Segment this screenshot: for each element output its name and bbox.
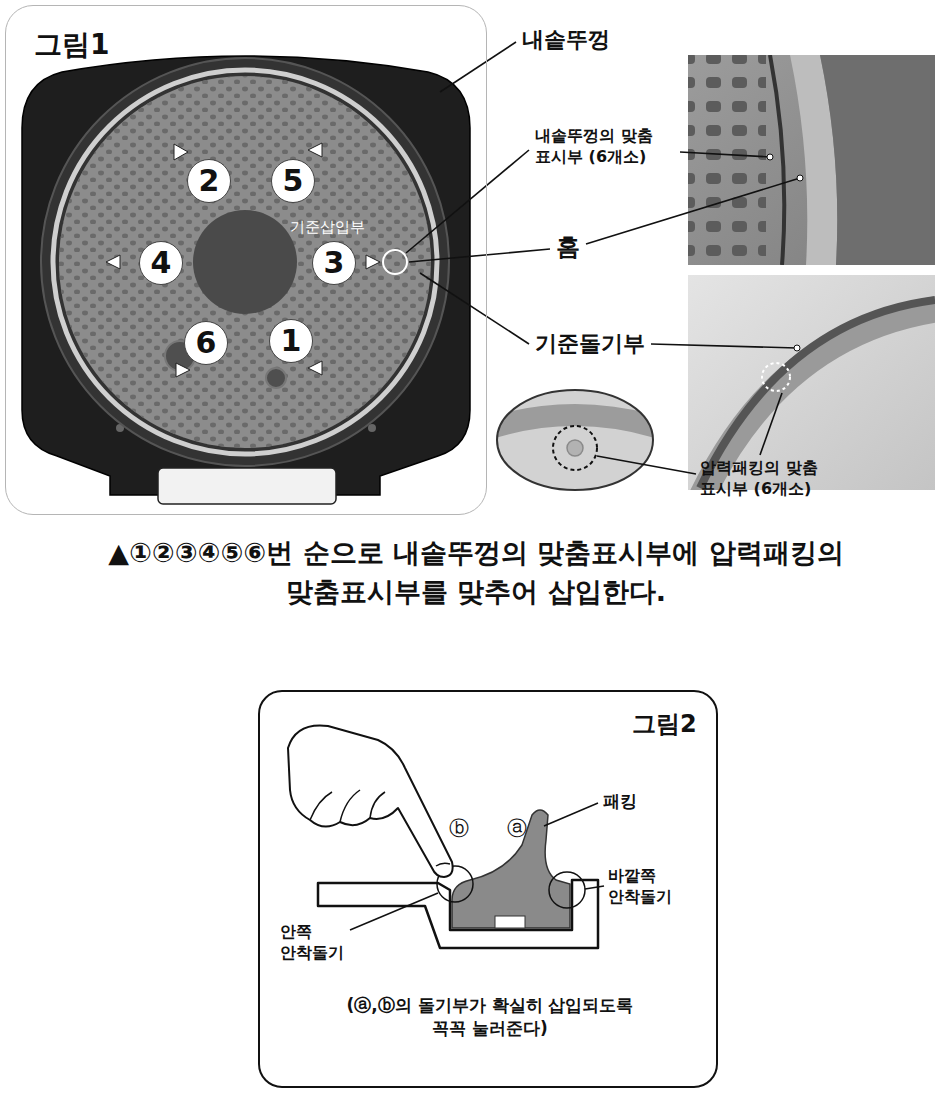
leader-line: [586, 178, 800, 244]
leader-line: [597, 456, 696, 474]
text-holder: 그림2: [632, 708, 697, 740]
leader-dot: [797, 175, 803, 181]
part-label: 기준삽입부: [290, 218, 365, 238]
leader-line: [585, 886, 604, 889]
figure-title: 그림2: [632, 708, 697, 740]
bump-marker: [553, 426, 597, 470]
step-number: 5: [283, 166, 304, 196]
alignment-arrow: [174, 144, 188, 160]
packing-section: [288, 725, 604, 948]
inset-bump: [490, 390, 660, 490]
text-holder: 내솥뚜껑의 맞춤 표시부 (6개소): [535, 126, 677, 168]
photo-edge-line: [770, 55, 784, 265]
lid-illustration: [22, 56, 470, 504]
leader-line: [409, 249, 550, 262]
text-holder: 압력패킹의 맞춤 표시부 (6개소): [700, 458, 850, 500]
leader-line: [440, 42, 516, 92]
step-number: 4: [151, 248, 172, 278]
photo-reference-bump: [688, 275, 935, 490]
text-holder: (ⓐ,ⓑ의 돌기부가 확실히 삽입되도록 꼭꼭 눌러준다): [340, 994, 640, 1040]
leader-lines: [406, 42, 800, 474]
inner-lid-disk: [59, 76, 431, 448]
bump-marker: [762, 363, 790, 391]
leader-line: [651, 344, 797, 348]
text-holder: 안쪽 안착돌기: [280, 922, 360, 964]
leader-line: [544, 803, 598, 826]
packing-notch: [495, 916, 525, 928]
leader-line: [350, 893, 438, 930]
step-number-circle: 4: [139, 241, 183, 285]
text-holder: 기준돌기부: [535, 330, 645, 359]
text-holder: 그림1: [34, 26, 109, 64]
text-holder: 패킹: [603, 790, 637, 812]
text-holder: ⓐ: [507, 815, 527, 841]
packing-bump: [567, 440, 583, 456]
step-number-circle: 1: [269, 319, 313, 363]
leader-line: [680, 152, 770, 157]
text-holder: 홈: [556, 232, 580, 263]
part-label: 바깥쪽 안착돌기: [608, 866, 688, 908]
figure-panel: 2 5 4 3 6 1 그림1: [5, 5, 487, 515]
alignment-arrow: [176, 363, 190, 377]
lid-hole: [266, 368, 286, 388]
outer-seat-circle: [549, 872, 585, 908]
part-label: 내솥뚜껑의 맞춤 표시부 (6개소): [535, 126, 677, 168]
step-number: 2: [199, 166, 220, 196]
text-holder: 바깥쪽 안착돌기: [608, 866, 688, 908]
lid-housing: [22, 56, 470, 495]
inset-packing: [490, 415, 660, 428]
leader-line: [406, 150, 529, 253]
photo-groove: [688, 55, 935, 265]
part-label: 안쪽 안착돌기: [280, 922, 360, 964]
step-number: 3: [324, 248, 345, 278]
inner-lid-texture: [59, 76, 431, 448]
alignment-arrow: [366, 255, 380, 269]
leader-line: [420, 273, 529, 344]
text-holder: 내솥뚜껑: [522, 26, 610, 55]
part-label: 패킹: [603, 790, 637, 812]
step-number-circle: 6: [184, 321, 228, 365]
part-label: 기준돌기부: [535, 330, 645, 359]
photo-rim: [820, 55, 935, 265]
part-label: 압력패킹의 맞춤 표시부 (6개소): [700, 458, 850, 500]
step-number: 1: [281, 326, 302, 356]
hand-detail: [310, 790, 450, 866]
leader-line: [760, 393, 782, 455]
photo-holes: [688, 55, 766, 265]
text-holder: 기준삽입부: [290, 218, 365, 238]
lid-ring-outer: [41, 58, 449, 466]
step-number-circle: 2: [187, 159, 231, 203]
figure-caption: ▲①②③④⑤⑥번 순으로 내솥뚜껑의 맞춤표시부에 압력패킹의 맞춤표시부를 맞…: [81, 533, 871, 611]
callout-letter: ⓑ: [449, 815, 469, 841]
housing-tab: [158, 468, 336, 504]
lid-center: [193, 210, 297, 314]
packing-section-shape: [452, 810, 570, 928]
leader-dot: [794, 345, 800, 351]
pressure-packing-ring: [53, 70, 437, 454]
text-holder: ▲①②③④⑤⑥번 순으로 내솥뚜껑의 맞춤표시부에 압력패킹의 맞춤표시부를 맞…: [0, 533, 952, 611]
alignment-arrow: [308, 361, 322, 375]
step-number: 6: [196, 328, 217, 358]
part-label: 내솥뚜껑: [522, 26, 610, 55]
callout-letter: ⓐ: [507, 815, 527, 841]
screw: [368, 424, 376, 432]
groove-marker: [383, 250, 407, 274]
step-number-circle: 5: [271, 159, 315, 203]
text-holder: ⓑ: [449, 815, 469, 841]
figure-title: 그림1: [34, 26, 109, 64]
leader-dot: [767, 154, 773, 160]
step-number-circle: 3: [312, 241, 356, 285]
inset-border: [497, 390, 653, 490]
part-label: 홈: [556, 232, 580, 263]
photo-packing: [700, 308, 935, 490]
alignment-arrow: [308, 143, 322, 157]
pressing-hand: [288, 725, 453, 877]
photo-ground: [688, 55, 935, 265]
instruction-note: (ⓐ,ⓑ의 돌기부가 확실히 삽입되도록 꼭꼭 눌러준다): [340, 994, 640, 1040]
alignment-arrow: [106, 255, 120, 269]
